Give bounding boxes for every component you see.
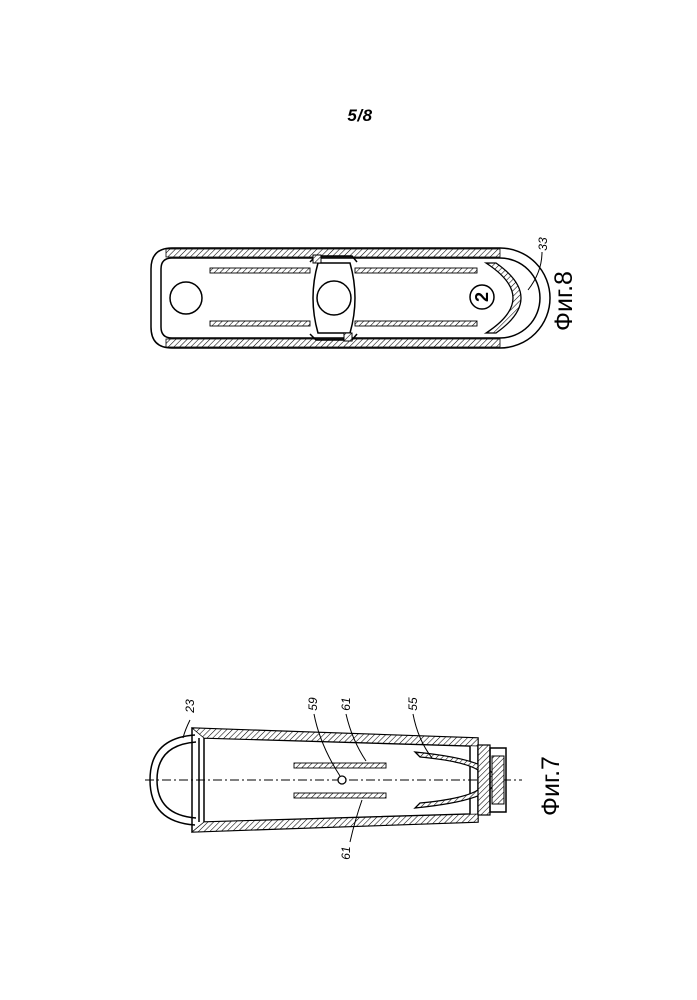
fig8-slots (210, 268, 477, 326)
fig7-bottom-wall (192, 814, 478, 832)
fig8-marking-2: 2 (470, 285, 494, 309)
fig7-top-wall (192, 728, 478, 746)
fig7-nozzle (478, 745, 506, 815)
fig7-caption: Фиг.7 (537, 756, 565, 816)
fig7-hole (338, 776, 346, 784)
figure-8: 2 33 Фиг.8 (151, 237, 578, 348)
ref-label-61-top: 61 (339, 697, 353, 710)
fig8-left-hole (170, 282, 202, 314)
ref-label-23: 23 (183, 699, 197, 714)
marking-digit: 2 (472, 292, 492, 302)
fig8-caption: Фиг.8 (550, 271, 578, 331)
fig8-central-window (310, 255, 357, 341)
ref-label-61-bottom: 61 (339, 846, 353, 859)
ref-label-59: 59 (306, 697, 320, 711)
figure-7: 23 59 61 55 61 Фиг.7 (145, 697, 565, 860)
ref-label-33: 33 (536, 237, 550, 251)
ref-label-55: 55 (406, 697, 420, 711)
